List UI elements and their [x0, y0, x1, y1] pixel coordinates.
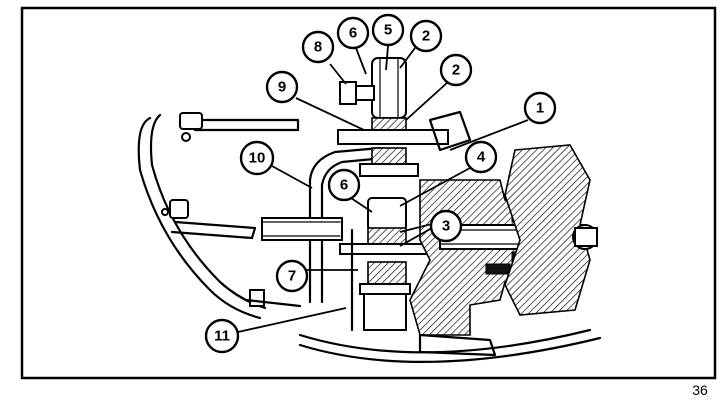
callout-10-label: 10 — [249, 150, 266, 167]
spindle-shaft — [261, 217, 343, 241]
callout-6-mid: 6 — [327, 168, 361, 202]
callout-5-label: 5 — [384, 22, 392, 39]
callout-2-mid: 2 — [439, 53, 473, 87]
mechanism-drawing — [137, 57, 602, 363]
callout-8: 8 — [301, 30, 335, 64]
callout-11-label: 11 — [214, 328, 230, 345]
callout-4: 4 — [464, 140, 498, 174]
upper-rod — [178, 118, 300, 132]
callout-2-top-label: 2 — [422, 28, 430, 45]
callout-3: 3 — [429, 209, 463, 243]
idler-linkage — [137, 116, 262, 320]
callout-2-mid-label: 2 — [452, 62, 460, 79]
upper-bolt-head — [339, 81, 357, 105]
callout-6-top: 6 — [336, 16, 370, 50]
callout-5: 5 — [371, 13, 405, 47]
belt-cover-housing — [308, 146, 382, 304]
callout-8-label: 8 — [314, 39, 322, 56]
callout-3-label: 3 — [442, 218, 450, 235]
callout-2-top: 2 — [409, 19, 443, 53]
lower-bearing-top — [367, 227, 407, 245]
callout-11: 11 — [204, 318, 240, 354]
figure-frame — [20, 6, 717, 380]
middle-rod — [170, 220, 257, 240]
lower-spacer — [363, 293, 407, 331]
callout-7: 7 — [275, 259, 309, 293]
callout-9: 9 — [265, 70, 299, 104]
callout-1: 1 — [523, 91, 557, 125]
callout-1-label: 1 — [536, 100, 544, 117]
leader-lines — [237, 43, 529, 333]
callout-4-label: 4 — [477, 149, 486, 166]
callout-10: 10 — [239, 140, 275, 176]
callout-7-label: 7 — [288, 268, 296, 285]
lower-bearing-bottom — [367, 261, 407, 285]
figure-number: 36 — [692, 382, 708, 398]
lower-pulley — [367, 197, 407, 231]
callout-6-top-label: 6 — [349, 25, 357, 42]
drive-sheave — [504, 144, 591, 316]
callout-9-label: 9 — [278, 79, 286, 96]
callout-6-mid-label: 6 — [340, 177, 348, 194]
